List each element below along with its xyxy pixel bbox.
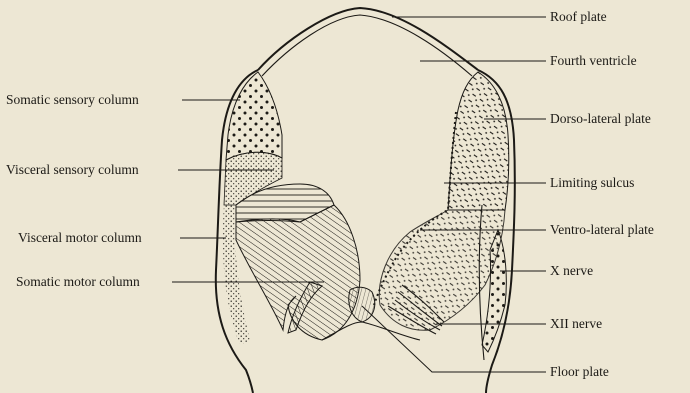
left-labels: Somatic sensory column Visceral sensory …: [6, 92, 142, 289]
label-xii-nerve: XII nerve: [550, 316, 602, 331]
label-dorso-lateral-plate: Dorso-lateral plate: [550, 111, 651, 126]
label-floor-plate: Floor plate: [550, 364, 609, 379]
label-fourth-ventricle: Fourth ventricle: [550, 53, 637, 68]
label-visceral-sensory-column: Visceral sensory column: [6, 162, 139, 177]
label-roof-plate: Roof plate: [550, 9, 607, 24]
somatic-sensory-region: [226, 72, 282, 160]
right-labels: Roof plate Fourth ventricle Dorso-latera…: [550, 9, 654, 379]
label-somatic-motor-column: Somatic motor column: [16, 274, 140, 289]
floor-plate-region: [349, 287, 375, 322]
label-visceral-motor-column: Visceral motor column: [18, 230, 142, 245]
section-drawing: [216, 8, 515, 393]
label-ventro-lateral-plate: Ventro-lateral plate: [550, 222, 654, 237]
dorso-lateral-region: [448, 72, 509, 210]
label-x-nerve: X nerve: [550, 263, 593, 278]
label-limiting-sulcus: Limiting sulcus: [550, 175, 634, 190]
label-somatic-sensory-column: Somatic sensory column: [6, 92, 139, 107]
